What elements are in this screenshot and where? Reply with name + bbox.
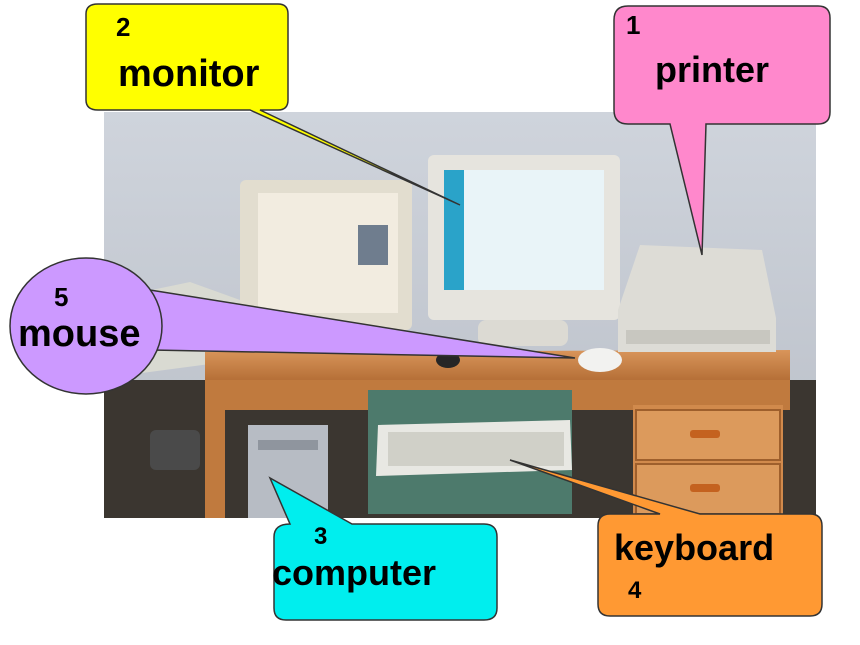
center-monitor-sidebar: [444, 170, 464, 290]
callout-mouse-label: mouse: [18, 313, 140, 355]
drawer-handle-2: [690, 484, 720, 492]
callout-monitor-shape: [85, 3, 461, 206]
callout-computer-shape: [268, 476, 498, 621]
callout-keyboard-number: 4: [628, 577, 642, 604]
center-monitor-base: [478, 320, 568, 346]
callout-mouse: 5 mouse: [9, 257, 576, 395]
callout-printer-shape: [613, 5, 831, 256]
phone: [150, 430, 200, 470]
mouse-device: [578, 348, 622, 372]
callout-computer-number: 3: [314, 523, 327, 550]
callout-monitor-label: monitor: [118, 53, 260, 95]
callout-computer-label: computer: [272, 552, 436, 593]
callout-computer: 3 computer: [268, 476, 498, 621]
printer-tray: [626, 330, 770, 344]
computer-bay: [258, 440, 318, 450]
keyboard-keys: [388, 432, 564, 466]
drawer-handle-1: [690, 430, 720, 438]
callout-monitor: 2 monitor: [85, 3, 461, 206]
callout-keyboard: keyboard 4: [509, 459, 823, 617]
callout-printer: 1 printer: [613, 5, 831, 256]
callout-monitor-number: 2: [116, 12, 130, 42]
callout-mouse-number: 5: [54, 282, 68, 312]
callout-printer-number: 1: [626, 10, 640, 40]
center-monitor-screen: [444, 170, 604, 290]
callout-printer-label: printer: [655, 49, 769, 90]
callout-keyboard-label: keyboard: [614, 527, 774, 568]
callout-keyboard-shape: [509, 459, 823, 617]
printer-device: [618, 245, 776, 352]
left-monitor-photo: [358, 225, 388, 265]
desk-top: [205, 350, 790, 382]
callout-mouse-bubble: [9, 257, 163, 395]
desk-leg-left: [205, 380, 225, 518]
